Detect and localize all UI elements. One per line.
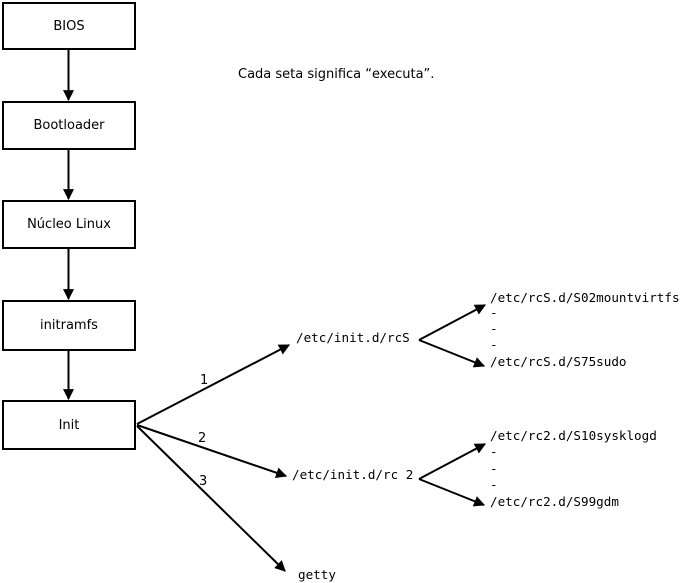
arrow-rc2-to-last-script xyxy=(418,478,486,507)
rcS-script-ellipsis-dash: - xyxy=(490,337,498,352)
rc2-script-last: /etc/rc2.d/S99gdm xyxy=(490,494,619,509)
rc2-script-first: /etc/rc2.d/S10sysklogd xyxy=(490,428,657,443)
arrow-rcS-to-last-script xyxy=(418,339,486,368)
arrow-label-3: 3 xyxy=(199,474,208,489)
flow-box-kernel-label: Núcleo Linux xyxy=(27,217,111,232)
arrow-label-2: 2 xyxy=(198,431,207,446)
flow-box-kernel: Núcleo Linux xyxy=(2,200,136,249)
arrow-label-1: 1 xyxy=(200,373,209,388)
flow-box-initramfs: initramfs xyxy=(2,300,136,351)
flow-box-bootloader: Bootloader xyxy=(2,101,136,150)
rcS-script-last: /etc/rcS.d/S75sudo xyxy=(490,354,627,369)
arrow-rcS-to-first-script xyxy=(418,304,486,341)
annotation-text: Cada seta significa “executa”. xyxy=(238,67,435,82)
rc2-script-ellipsis-dash: - xyxy=(490,461,498,476)
target-getty: getty xyxy=(298,567,336,582)
rcS-script-ellipsis-dash: - xyxy=(490,305,498,320)
arrow-init-to-rcS xyxy=(136,344,290,425)
flow-box-init: Init xyxy=(2,400,136,450)
arrow-init-to-getty xyxy=(136,425,286,572)
flow-box-bios: BIOS xyxy=(2,2,136,50)
flow-box-initramfs-label: initramfs xyxy=(40,318,98,333)
arrow-init-to-rc2 xyxy=(136,424,288,478)
rcS-script-ellipsis-dash: - xyxy=(490,321,498,336)
target-rcS-path: /etc/init.d/rcS xyxy=(296,330,410,345)
rc2-script-ellipsis-dash: - xyxy=(490,477,498,492)
flow-box-bootloader-label: Bootloader xyxy=(33,118,105,133)
flow-box-bios-label: BIOS xyxy=(53,18,85,34)
flow-box-init-label: Init xyxy=(58,417,80,433)
target-rc2-path: /etc/init.d/rc 2 xyxy=(292,467,414,482)
arrow-rc2-to-first-script xyxy=(418,443,486,480)
rc2-script-ellipsis-dash: - xyxy=(490,444,498,459)
rcS-script-first: /etc/rcS.d/S02mountvirtfs xyxy=(490,290,680,305)
